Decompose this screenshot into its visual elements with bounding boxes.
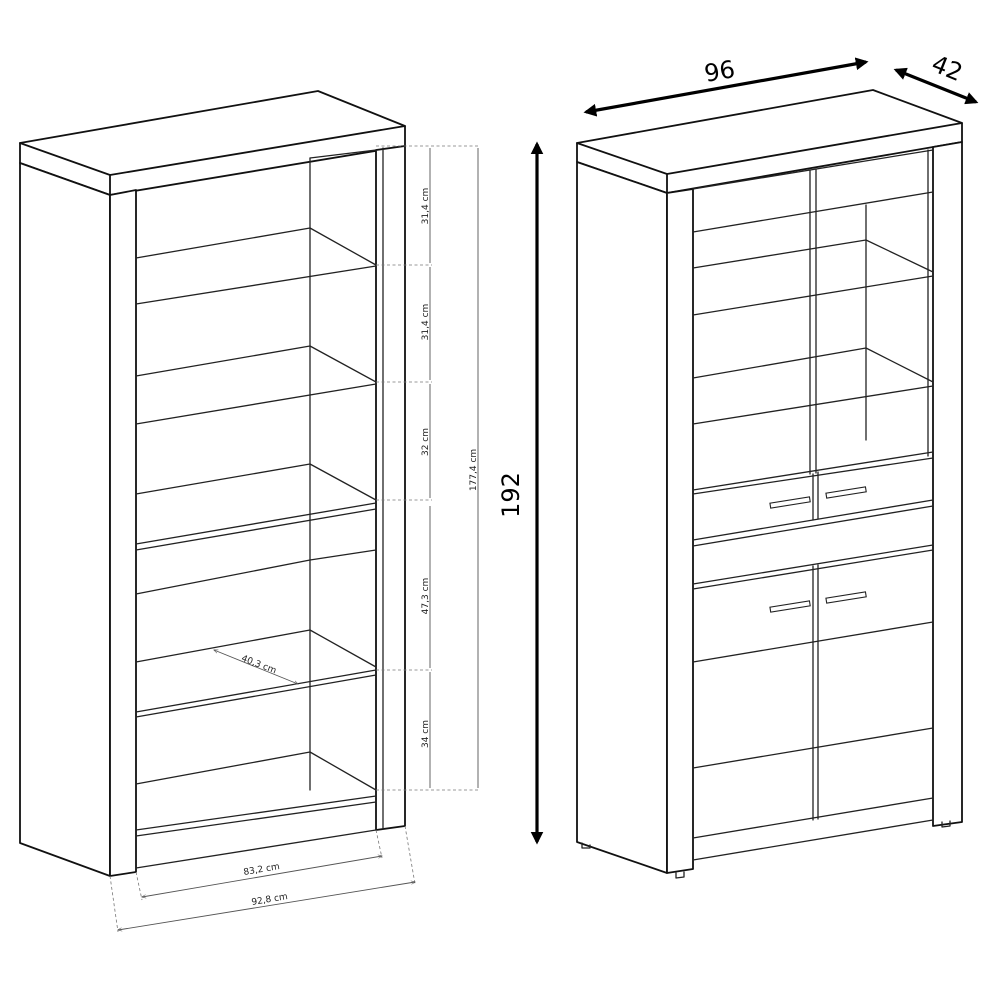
- cabinet-lower-doors: [692, 544, 934, 861]
- label-h5: 34 cm: [421, 720, 431, 748]
- cabinet-left-side: [576, 161, 668, 874]
- label-h2: 31,4 cm: [421, 304, 431, 341]
- label-h1: 31,4 cm: [421, 188, 431, 225]
- bookcase-shelves: [135, 227, 377, 837]
- cabinet-left-stile: [666, 188, 694, 874]
- bookcase-right-stile: [375, 145, 406, 831]
- label-h4: 47,3 cm: [421, 578, 431, 615]
- label-total-inner: 177,4 cm: [469, 449, 479, 491]
- label-depth: 40,3 cm: [240, 654, 278, 676]
- door-handle-right: [825, 591, 867, 604]
- closed-cabinet: [576, 89, 963, 879]
- open-bookcase: [19, 90, 406, 877]
- cabinet-drawers: [692, 471, 934, 547]
- bookcase-top: [19, 90, 406, 196]
- bookcase-dimensions: 31,4 cm 31,4 cm 32 cm 47,3 cm 34 cm 177,…: [109, 145, 480, 933]
- cabinet-right-stile: [932, 141, 963, 827]
- door-handle-left: [769, 600, 811, 613]
- bookcase-left-side: [19, 162, 111, 877]
- label-depth-right: 42: [928, 50, 967, 87]
- bookcase-left-stile: [109, 189, 137, 877]
- label-h3: 32 cm: [421, 428, 431, 456]
- label-inner-width: 83,2 cm: [243, 862, 281, 878]
- drawer-handle-left: [769, 496, 811, 509]
- drawer-handle-right: [825, 486, 867, 499]
- label-width: 96: [702, 55, 737, 88]
- cabinet-top: [576, 89, 963, 194]
- label-height: 192: [497, 472, 525, 518]
